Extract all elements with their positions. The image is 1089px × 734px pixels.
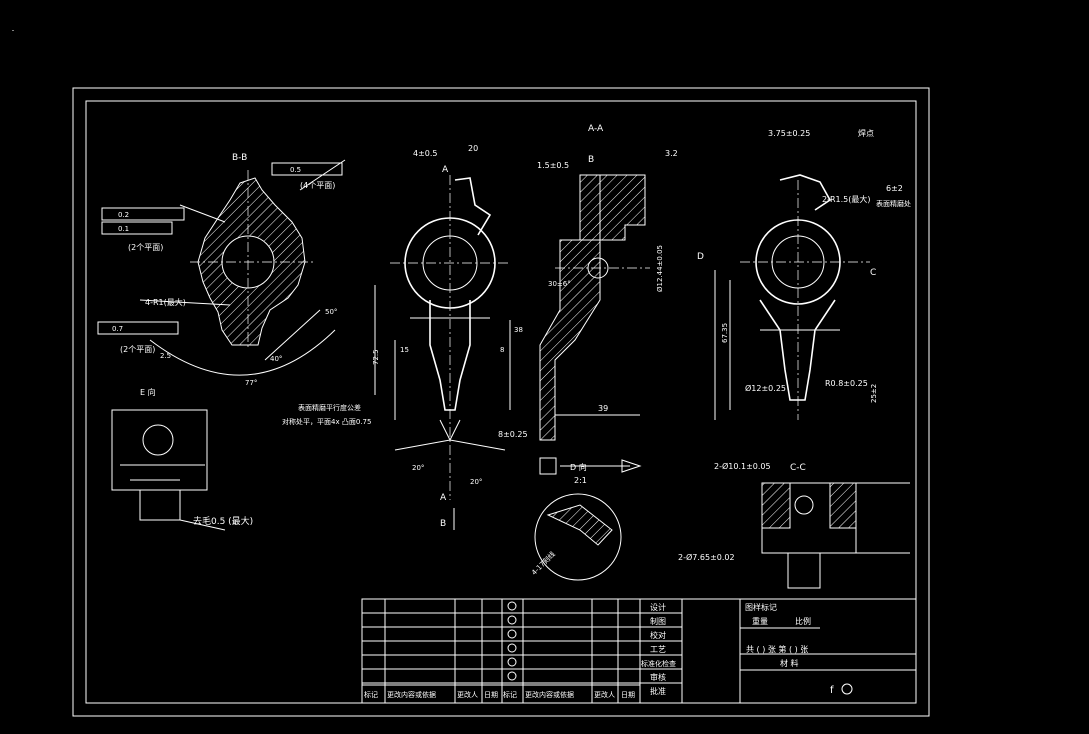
section-bb-label: B-B: [232, 153, 247, 163]
tb-row-2: 校对: [650, 630, 666, 640]
dim-40: 40°: [270, 355, 282, 363]
tb-hdr-1: 更改内容或依据: [387, 690, 436, 699]
dim-50: 50°: [325, 308, 337, 316]
dim-label-38: 38: [514, 326, 523, 334]
title-block-labels: 设计 制图 校对 工艺 标准化检查 审核 批准 图样标记 重量 比例 共 ( )…: [364, 602, 853, 699]
right-side-view: 3.75±0.25 焊点 2-R1.5(最大) 6±2 表面精磨处 67.35 …: [697, 128, 911, 471]
dim-20deg-1: 20°: [412, 464, 424, 472]
tb-hdr-5: 更改内容或依据: [525, 690, 574, 699]
note-remark-1: 表面精磨平行度公差: [298, 403, 361, 412]
note-remark-2: 对称处平，平面4x 凸面0.75: [282, 417, 371, 426]
tb-row-6: 批准: [650, 686, 666, 696]
gdt-frame-bb-top: 0.5: [271, 162, 343, 176]
dim-77: 77°: [245, 379, 257, 387]
tb-row-4: 标准化检查: [641, 659, 676, 668]
tb-hdr-4: 标记: [503, 690, 517, 699]
view-d-label: D 向: [570, 462, 587, 472]
dim-25: 25±2: [870, 384, 878, 403]
tb-hdr-6: 更改人: [594, 690, 615, 699]
outer-frame: [72, 87, 930, 717]
note-two-plane: (2个平面): [128, 243, 163, 252]
svg-text:0.2: 0.2: [118, 211, 129, 219]
note-four-plane: (4个平面): [300, 181, 335, 190]
tb-row-1: 制图: [650, 616, 666, 626]
dim-r08: R0.8±0.25: [825, 379, 868, 388]
svg-text:0.7: 0.7: [112, 325, 123, 333]
dim-30deg: 30±6°: [548, 280, 571, 288]
dim-label-15: 15: [400, 346, 409, 354]
tb-hdr-0: 标记: [364, 690, 378, 699]
tb-hdr-2: 更改人: [457, 690, 478, 699]
arrow-a-bottom: A: [440, 493, 447, 503]
dim-6-2: 6±2: [886, 184, 903, 193]
tb-row-5: 审核: [650, 672, 666, 682]
dim-r1: 4-R1(最大): [145, 297, 186, 307]
dim-124: Ø12.44±0.05: [656, 245, 664, 292]
section-cc-view: C-C 2-Ø7.65±0.02: [678, 463, 910, 589]
title-block: [361, 598, 917, 704]
arrow-a-top: A: [442, 165, 449, 175]
main-front-view: 4±0.5 20 72.5 表面精磨平行度公差 对称处平，平面4x 凸面0.75…: [282, 144, 511, 530]
dim-label-25: 2.5: [160, 352, 171, 360]
arrow-d: D: [697, 252, 704, 262]
svg-text:0.1: 0.1: [118, 225, 129, 233]
dim-725: 72.5: [372, 349, 380, 365]
arrow-b-bottom: B: [440, 519, 446, 529]
tb-hdr-3: 日期: [484, 691, 498, 699]
roughness-32: 3.2: [665, 149, 678, 158]
view-d: D 向 2:1: [539, 457, 642, 485]
tb-row-0: 设计: [650, 602, 666, 612]
tb-row-3: 工艺: [650, 645, 666, 654]
view-e: E 向 去毛0.5 (最大): [111, 387, 253, 531]
arrow-c: C: [870, 268, 876, 278]
dim-12: Ø12±0.25: [745, 383, 786, 393]
tb-weight-label: 重量: [752, 616, 768, 626]
svg-text:0.5: 0.5: [290, 166, 301, 174]
view-d-scale: 2:1: [574, 476, 587, 485]
dim-673: 67.35: [721, 323, 729, 343]
dim-phi2: 2-Ø10.1±0.05: [714, 461, 771, 471]
tb-scale-label: 比例: [795, 616, 811, 626]
title-block-grid: [362, 599, 682, 703]
tb-mark-label: 图样标记: [745, 602, 777, 612]
dim-r15: 2-R1.5(最大): [822, 194, 871, 204]
dim-4x17: 4-17刻线: [529, 549, 556, 576]
section-aa-view: A-A B 1.5±0.5 30±6° Ø12.44±0.05 39 8±0.2…: [498, 124, 664, 441]
note-ring: 表面精磨处: [876, 199, 911, 208]
gdt-frame-bb-left: 0.2 0.1: [101, 207, 185, 235]
section-cc-label: C-C: [790, 463, 806, 473]
tb-sheet-label: 共 ( ) 张 第 ( ) 张: [746, 644, 808, 654]
dim-8: 8±0.25: [498, 430, 528, 439]
arrow-b-top: B: [588, 155, 594, 165]
dim-deburr: 去毛0.5 (最大): [193, 515, 253, 527]
dim-20: 20: [468, 144, 478, 153]
tb-hdr-7: 日期: [621, 691, 635, 699]
dim-4-05: 4±0.5: [413, 149, 438, 158]
note-two-plane-2: (2个平面): [120, 345, 155, 354]
section-aa-label: A-A: [588, 124, 604, 134]
view-e-label: E 向: [140, 387, 156, 397]
tb-material-label: 材 料: [780, 658, 799, 668]
dim-phi7: 2-Ø7.65±0.02: [678, 552, 735, 562]
dim-375: 3.75±0.25: [768, 129, 810, 138]
dim-15-05: 1.5±0.5: [537, 161, 569, 170]
section-bb-view: B-B 0.5 (4个平面) 0.2 0.1 (2个平面) 4-R1(最大) 0…: [97, 153, 346, 387]
note-mark: 焊点: [858, 128, 874, 138]
gdt-frame-bb-mid: 0.7: [97, 321, 179, 335]
tb-sheet-symbol: f: [830, 685, 834, 696]
dim-label-8: 8: [500, 346, 504, 354]
dim-39: 39: [598, 404, 608, 413]
dim-20deg-2: 20°: [470, 478, 482, 486]
detail-view-circle: 4-17刻线: [529, 493, 622, 581]
